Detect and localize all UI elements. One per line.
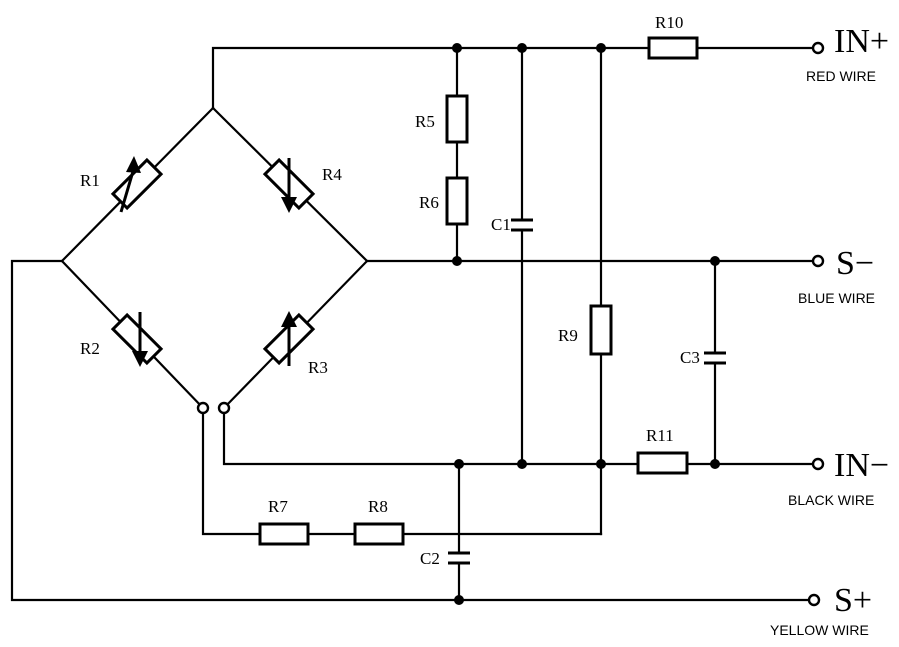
junctions [452, 43, 720, 605]
terminal-label-in-plus: IN+ [834, 23, 889, 60]
terminal-label-in-minus: IN− [834, 447, 889, 484]
label-r9: R9 [558, 326, 578, 345]
resistor-r11 [636, 451, 689, 475]
wire-label-yellow: YELLOW WIRE [770, 622, 869, 638]
junction-dot [452, 256, 462, 266]
junction-dot [596, 43, 606, 53]
label-r1: R1 [80, 171, 100, 190]
wire-label-red: RED WIRE [806, 68, 876, 84]
label-r4: R4 [322, 165, 342, 184]
terminal-s-plus [807, 593, 821, 607]
label-r11: R11 [646, 426, 674, 445]
junction-dot [596, 459, 606, 469]
terminal-label-s-plus: S+ [834, 582, 872, 619]
r3-arrow-head [281, 311, 297, 327]
junction-dot [454, 459, 464, 469]
strain-gauge-r2 [110, 312, 164, 366]
junction-dot [517, 459, 527, 469]
terminal-s-minus [811, 254, 825, 268]
component-labels: R1 R2 R3 R4 R5 R6 R7 R8 R9 R10 R11 C1 C2… [80, 13, 700, 568]
label-r7: R7 [268, 497, 288, 516]
label-r3: R3 [308, 358, 328, 377]
capacitors [448, 218, 726, 565]
r1-arrow-head [126, 156, 141, 173]
label-r10: R10 [655, 13, 683, 32]
label-r6: R6 [419, 193, 439, 212]
resistor-r8 [353, 522, 405, 546]
wire-label-blue: BLUE WIRE [798, 290, 875, 306]
wire-r7-r8-loop [201, 406, 603, 536]
resistor-r7 [258, 522, 310, 546]
terminal-label-s-minus: S− [836, 245, 874, 282]
bridge-terminal-right [217, 401, 231, 415]
junction-dot [517, 43, 527, 53]
r1-arrow [119, 167, 136, 213]
resistor-r10 [647, 36, 699, 60]
label-r5: R5 [415, 112, 435, 131]
resistor-r9 [589, 304, 613, 356]
terminal-labels: IN+ RED WIRE S− BLUE WIRE IN− BLACK WIRE… [770, 23, 889, 638]
junction-dot [710, 256, 720, 266]
label-c1: C1 [491, 215, 511, 234]
wire-label-black: BLACK WIRE [788, 492, 874, 508]
bridge-terminal-left [196, 401, 210, 415]
terminal-in-minus [811, 457, 825, 471]
label-c3: C3 [680, 348, 700, 367]
resistors [258, 36, 699, 546]
label-r8: R8 [368, 497, 388, 516]
strain-gauges [110, 156, 316, 367]
output-terminals [807, 41, 825, 607]
resistor-r5 [445, 94, 469, 144]
label-r2: R2 [80, 339, 100, 358]
junction-dot [452, 43, 462, 53]
label-c2: C2 [420, 549, 440, 568]
wire-s-plus-rail [10, 259, 820, 602]
resistor-r6 [445, 176, 469, 226]
junction-dot [710, 459, 720, 469]
r4-arrow-head [281, 197, 297, 213]
terminal-in-plus [811, 41, 825, 55]
wire-in-minus-rail [222, 406, 820, 466]
wire-top-rail [211, 46, 820, 110]
wires [10, 46, 820, 602]
junction-dot [454, 595, 464, 605]
r2-arrow-head [132, 351, 148, 367]
